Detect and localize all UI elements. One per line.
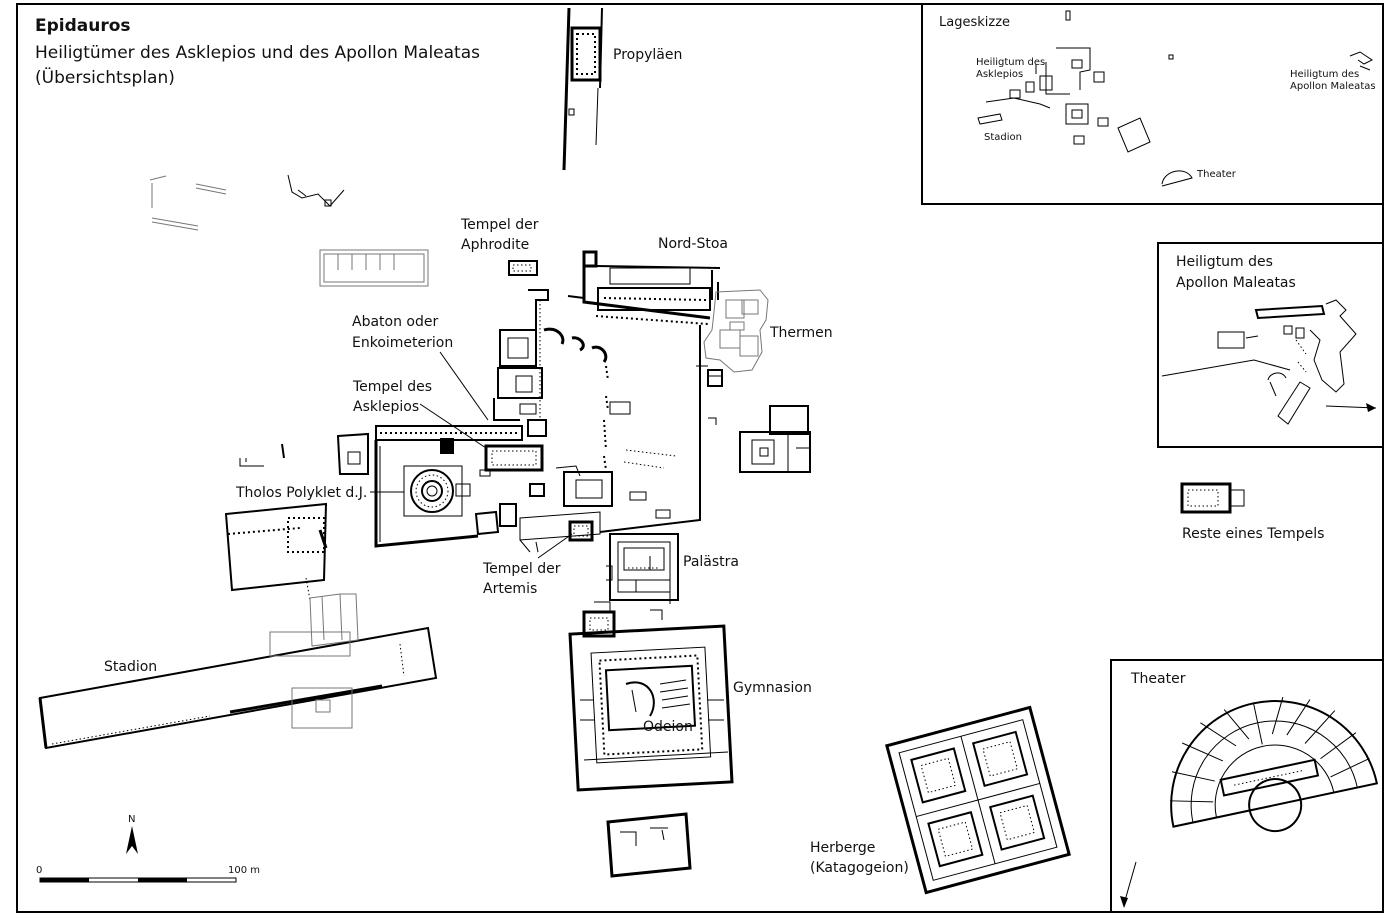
label-gymnasion: Gymnasion xyxy=(733,680,812,696)
label-abaton-2: Enkoimeterion xyxy=(352,335,453,351)
map-title: Epidauros Heiligtümer des Asklepios und … xyxy=(35,16,480,88)
scale-bar-end: 100 m xyxy=(228,865,260,876)
inset-lageskizze: Lageskizze Heiligtum des Asklepios Heili… xyxy=(921,3,1384,205)
north-arrow-label: N xyxy=(128,814,135,825)
central-precinct xyxy=(543,325,717,533)
tempel-asklepios-plan xyxy=(479,444,544,477)
label-tempel-artemis-1: Tempel der xyxy=(482,561,561,577)
label-odeion: Odeion xyxy=(643,719,693,735)
leader-tempel-artemis xyxy=(537,533,573,559)
label-tempel-asklepios-2: Asklepios xyxy=(353,399,419,415)
label-reste-tempel: Reste eines Tempels xyxy=(1182,526,1324,542)
palaestra-plan xyxy=(606,533,679,620)
label-herberge-2: (Katagogeion) xyxy=(810,860,909,876)
north-arrow: N xyxy=(126,814,138,854)
stadion-north-block xyxy=(224,502,328,601)
tholos-plan xyxy=(403,465,471,517)
reste-tempel-plan xyxy=(1180,482,1245,514)
nord-stoa-plan xyxy=(567,250,721,325)
lageskizze-stadion: Stadion xyxy=(984,132,1022,143)
label-tempel-aphrodite-2: Aphrodite xyxy=(461,237,529,253)
propylaeen-plan xyxy=(562,7,603,171)
lageskizze-theater: Theater xyxy=(1196,169,1237,180)
apollon-inset-title-1: Heiligtum des xyxy=(1176,254,1273,270)
lageskizze-apollon-2: Apollon Maleatas xyxy=(1290,81,1376,92)
theater-inset-title: Theater xyxy=(1130,671,1186,687)
label-propylaeen: Propyläen xyxy=(613,47,682,63)
tempel-aphrodite-plan xyxy=(508,260,538,276)
lageskizze-asklepios-2: Asklepios xyxy=(976,69,1023,80)
stadion-plan xyxy=(38,593,438,750)
scale-bar-start: 0 xyxy=(36,865,42,876)
east-building-plan xyxy=(739,405,811,473)
leader-tempel-asklepios xyxy=(419,403,487,449)
lageskizze-apollon-1: Heiligtum des xyxy=(1290,69,1359,80)
herberge-plan xyxy=(885,705,1071,895)
label-thermen: Thermen xyxy=(769,325,833,341)
label-tempel-aphrodite-1: Tempel der xyxy=(460,217,539,233)
label-herberge-1: Herberge xyxy=(810,840,875,856)
south-building-plan xyxy=(606,812,692,878)
title-line2: (Übersichtsplan) xyxy=(35,66,175,88)
leader-abaton xyxy=(439,351,489,421)
gymnasion-plan xyxy=(568,624,734,792)
nw-fragments xyxy=(149,174,429,287)
label-stadion: Stadion xyxy=(104,659,157,675)
inset-apollon-maleatas: Heiligtum des Apollon Maleatas xyxy=(1157,242,1384,448)
lageskizze-title: Lageskizze xyxy=(939,15,1010,30)
title-main: Epidauros xyxy=(35,16,131,36)
west-gymnasion-block xyxy=(582,601,616,638)
apollon-inset-title-2: Apollon Maleatas xyxy=(1176,275,1296,291)
label-tempel-asklepios-1: Tempel des xyxy=(352,379,432,395)
scale-bar: 0 100 m xyxy=(36,865,260,883)
label-tholos: Tholos Polyklet d.J. xyxy=(235,485,367,501)
title-line1: Heiligtümer des Asklepios und des Apollo… xyxy=(35,43,480,63)
label-nord-stoa: Nord-Stoa xyxy=(658,236,728,252)
map-frame xyxy=(16,3,1384,913)
lageskizze-asklepios-1: Heiligtum des xyxy=(976,57,1045,68)
label-abaton-1: Abaton oder xyxy=(352,314,438,330)
thermen-plan xyxy=(696,289,769,387)
abaton-plan xyxy=(239,289,549,548)
label-tempel-artemis-2: Artemis xyxy=(483,581,537,597)
label-palaestra: Palästra xyxy=(683,554,739,570)
central-south-buildings xyxy=(474,465,613,553)
inset-theater: Theater xyxy=(1110,659,1384,913)
